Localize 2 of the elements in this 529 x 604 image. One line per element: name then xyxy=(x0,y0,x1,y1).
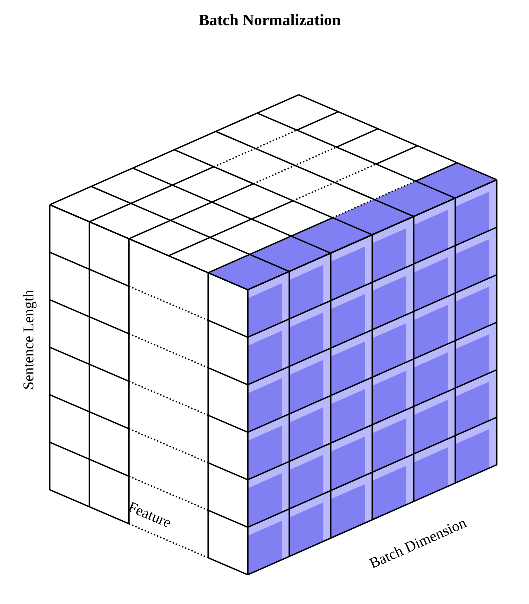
axis-label: Sentence Length xyxy=(23,290,37,389)
title: Batch Normalization xyxy=(199,14,341,26)
